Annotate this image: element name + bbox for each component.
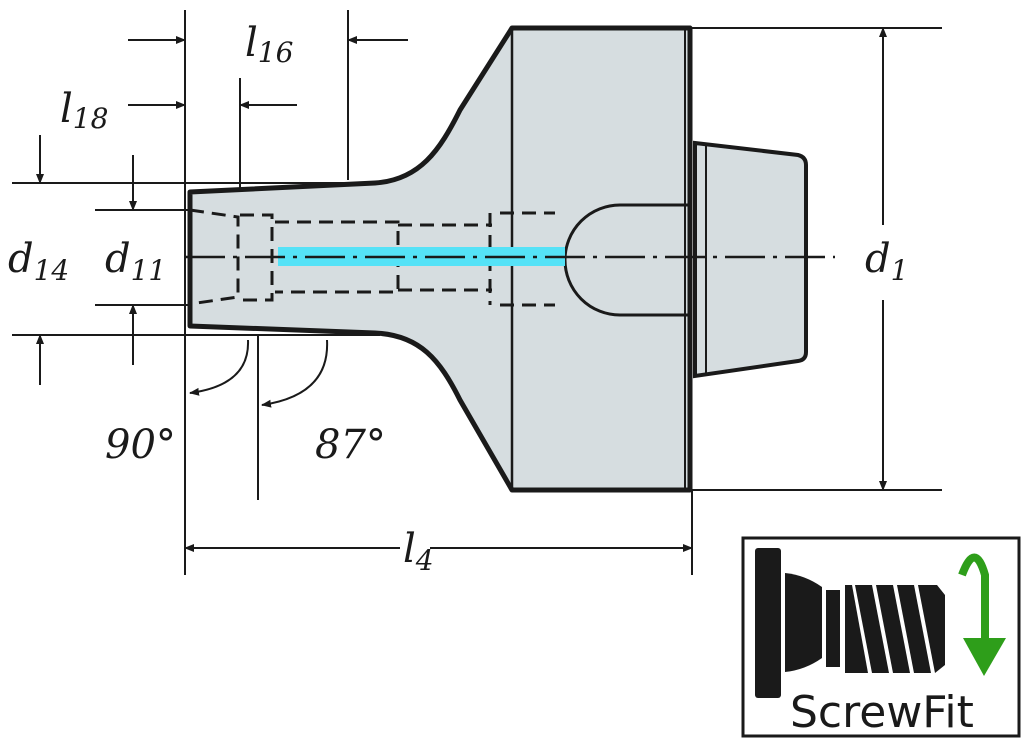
label-d14: d14 bbox=[8, 236, 69, 287]
screw-head-body bbox=[693, 140, 808, 379]
label-l4: l4 bbox=[403, 526, 434, 577]
label-l16: l16 bbox=[245, 20, 293, 69]
logo-flange-icon bbox=[755, 548, 781, 698]
logo-taper-icon bbox=[785, 573, 822, 672]
logo-rotate-arrow-icon bbox=[958, 553, 989, 640]
angle-90-arrow bbox=[189, 339, 250, 396]
hidden-lines bbox=[189, 208, 555, 307]
logo-thread-icon bbox=[845, 585, 945, 673]
logo-text: ScrewFit bbox=[790, 687, 974, 738]
label-d1: d1 bbox=[865, 236, 908, 287]
label-d11: d11 bbox=[105, 236, 166, 287]
screwfit-logo: ScrewFit bbox=[741, 536, 1021, 738]
label-angle-87: 87° bbox=[315, 422, 386, 468]
label-angle-90: 90° bbox=[105, 422, 176, 468]
coolant-channel-highlight bbox=[278, 247, 565, 266]
label-l18: l18 bbox=[60, 86, 108, 135]
angle-87-arrow bbox=[261, 339, 329, 408]
